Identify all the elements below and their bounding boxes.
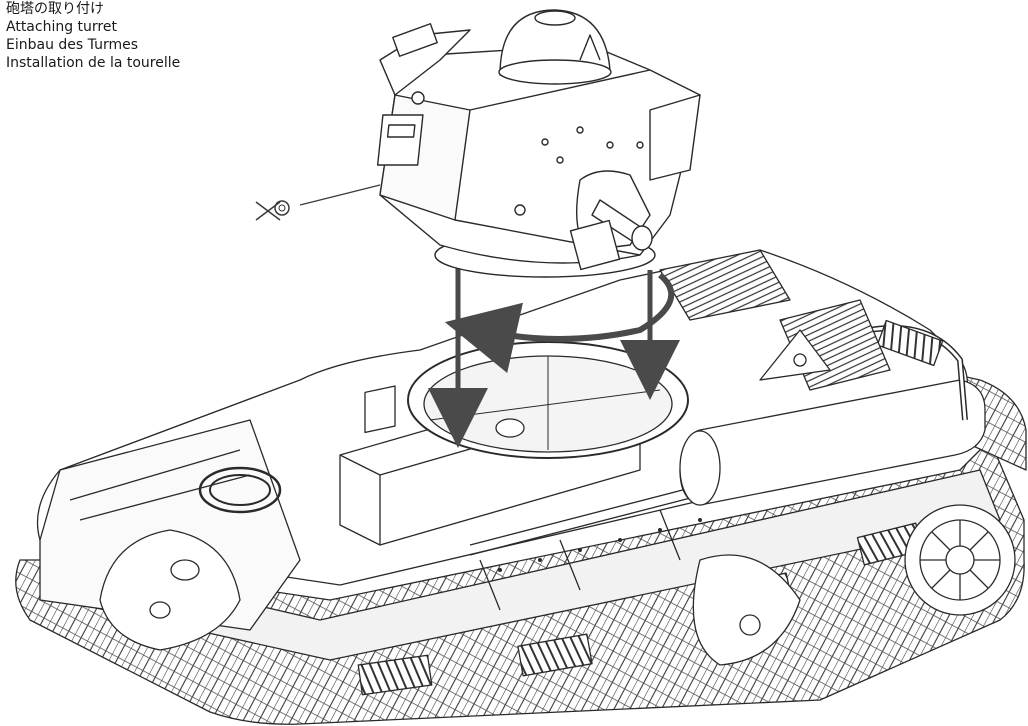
turret-ring-opening [407, 341, 689, 459]
drive-sprocket [904, 504, 1016, 616]
vision-port [376, 114, 424, 166]
engine-grille-left [659, 249, 791, 321]
commander-cupola [499, 9, 611, 76]
driver-hatch [99, 529, 241, 651]
caption-french: Installation de la tourelle [6, 55, 181, 71]
cement-not-required-icon [255, 200, 290, 221]
turret [376, 9, 701, 278]
tow-cable-coil [198, 466, 282, 514]
rotate-arrow [444, 272, 675, 374]
gun-barrel [591, 199, 653, 251]
caption-german: Einbau des Turmes [6, 37, 138, 53]
caption-english: Attaching turret [6, 19, 117, 35]
tank-hull [15, 249, 1027, 725]
assembly-arrows [428, 262, 680, 448]
tool-rack [469, 469, 761, 611]
rear-spring [876, 319, 944, 367]
caption-japanese: 砲塔の取り付け [6, 1, 104, 17]
callout [255, 184, 381, 221]
step-caption: 砲塔の取り付け Attaching turret Einbau des Turm… [6, 0, 180, 72]
hull-front [39, 419, 301, 631]
